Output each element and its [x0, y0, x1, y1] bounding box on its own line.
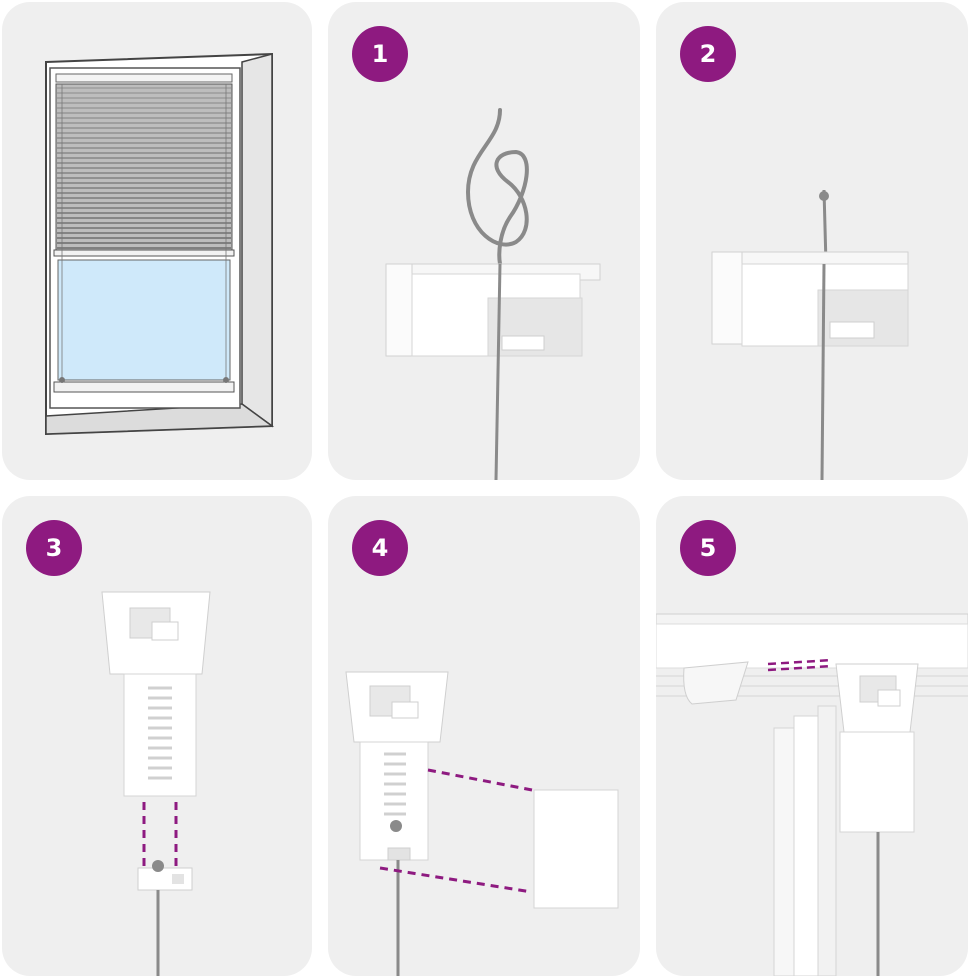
step-5-panel: 5: [656, 496, 968, 976]
step-5-badge: 5: [680, 520, 736, 576]
overview-panel: [2, 2, 312, 480]
clip-attach-icon: [101, 591, 211, 976]
step-4-panel: 4: [328, 496, 640, 976]
step-3-badge: 3: [26, 520, 82, 576]
step-4-badge: 4: [352, 520, 408, 576]
mounted-rail-clip-icon: [656, 613, 968, 976]
cord-knot-bracket-icon: [385, 108, 601, 480]
step-3-panel: 3: [2, 496, 312, 976]
window-pleated-blind-icon: [45, 52, 275, 436]
tightened-knot-bracket-icon: [711, 189, 909, 480]
step-1-panel: 1: [328, 2, 640, 480]
step-2-badge: 2: [680, 26, 736, 82]
step-2-panel: 2: [656, 2, 968, 480]
clip-to-holder-icon: [345, 671, 619, 976]
step-1-badge: 1: [352, 26, 408, 82]
